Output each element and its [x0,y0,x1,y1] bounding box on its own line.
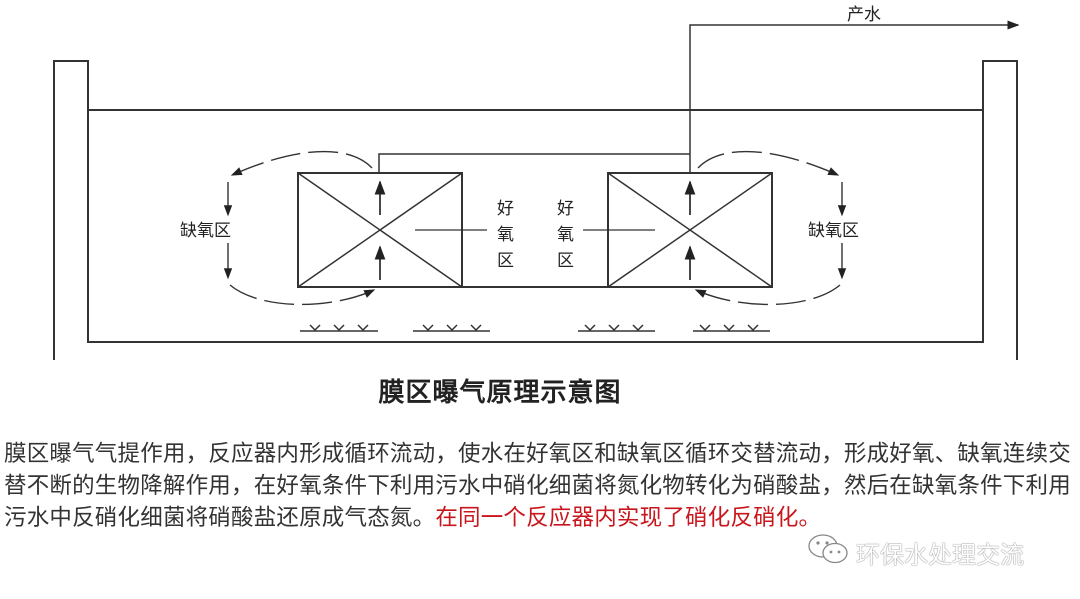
aerobic-zone-right-label: 好 氧 区 [557,199,574,271]
anoxic-zone-left-label: 缺氧区 [180,221,231,241]
aerobic-right-char: 好 [557,199,574,219]
circulation-arrows [223,150,847,306]
aerobic-left-char: 区 [497,251,514,271]
aerobic-left-char: 好 [497,199,514,219]
aerobic-left-char: 氧 [497,225,514,245]
outlet-label: 产水 [847,5,881,25]
watermark: 环保水处理交流 [806,532,1024,572]
description-highlight: 在同一个反应器内实现了硝化反硝化。 [435,505,822,531]
aerobic-right-char: 区 [557,251,574,271]
wechat-icon [806,532,850,572]
anoxic-zone-right-label: 缺氧区 [808,221,859,241]
upflow-arrows [374,180,696,280]
aerators [300,324,770,332]
aerobic-right-char: 氧 [557,225,574,245]
aerobic-zone-left-label: 好 氧 区 [497,199,514,271]
description-text: 膜区曝气气提作用，反应器内形成循环流动，使水在好氧区和缺氧区循环交替流动，形成好… [4,441,1071,531]
tank-walls [53,60,1018,360]
description-paragraph: 膜区曝气气提作用，反应器内形成循环流动，使水在好氧区和缺氧区循环交替流动，形成好… [4,438,1078,534]
permeate-pipe [378,25,1018,173]
membrane-aeration-diagram: 产水 缺氧区 缺氧区 好 氧 区 好 氧 区 [53,5,1080,360]
watermark-text: 环保水处理交流 [856,540,1024,569]
diagram-title: 膜区曝气原理示意图 [378,378,622,408]
